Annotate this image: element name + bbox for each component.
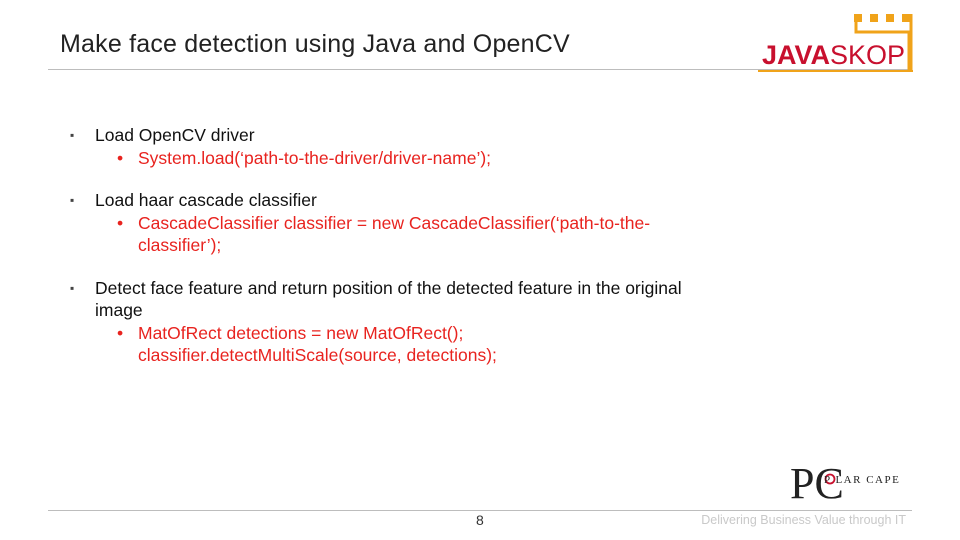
dot-bullet-icon: • (117, 322, 124, 343)
castle-tower-icon (854, 14, 913, 72)
polar-dot-icon (824, 473, 836, 485)
footer-divider (48, 510, 912, 511)
square-bullet-icon: ▪ (70, 193, 75, 207)
sub-bullet-item: • MatOfRect detections = new MatOfRect()… (70, 322, 870, 367)
square-bullet-icon: ▪ (70, 128, 75, 142)
bullet-item: ▪ Load OpenCV driver (70, 124, 870, 147)
bullet-text-line: Detect face feature and return position … (95, 277, 682, 298)
sub-bullet-text: System.load(‘path-to-the-driver/driver-n… (138, 147, 492, 168)
sub-bullet-line: MatOfRect detections = new MatOfRect(); (138, 322, 464, 343)
sub-bullet-line: classifier’); (138, 235, 222, 255)
page-number: 8 (476, 512, 484, 528)
sub-bullet-line: classifier.detectMultiScale(source, dete… (138, 345, 497, 365)
dot-bullet-icon: • (117, 212, 124, 233)
slide-title: Make face detection using Java and OpenC… (60, 30, 570, 58)
javaskop-skop-text: SKOP (830, 40, 905, 70)
slide-content: ▪ Load OpenCV driver • System.load(‘path… (70, 124, 870, 367)
bullet-text-line: image (95, 300, 143, 320)
bullet-text: Load OpenCV driver (95, 125, 255, 145)
dot-bullet-icon: • (117, 147, 124, 168)
javaskop-java-text: JAVA (762, 40, 830, 70)
polarcape-logo: PC P LAR CAPE (790, 459, 900, 504)
bullet-text: Load haar cascade classifier (95, 190, 317, 210)
bullet-item: ▪ Detect face feature and return positio… (70, 277, 870, 322)
square-bullet-icon: ▪ (70, 280, 75, 295)
polarcape-text: P LAR CAPE (824, 474, 900, 486)
footer-tagline: Delivering Business Value through IT (701, 513, 906, 527)
javaskop-logo: JAVA SKOP (758, 14, 913, 72)
sub-bullet-item: • System.load(‘path-to-the-driver/driver… (70, 147, 870, 170)
polarcape-monogram: PC (790, 459, 844, 504)
sub-bullet-line: CascadeClassifier classifier = new Casca… (138, 212, 651, 233)
sub-bullet-item: • CascadeClassifier classifier = new Cas… (70, 212, 870, 257)
bullet-item: ▪ Load haar cascade classifier (70, 189, 870, 212)
title-divider (48, 69, 912, 70)
